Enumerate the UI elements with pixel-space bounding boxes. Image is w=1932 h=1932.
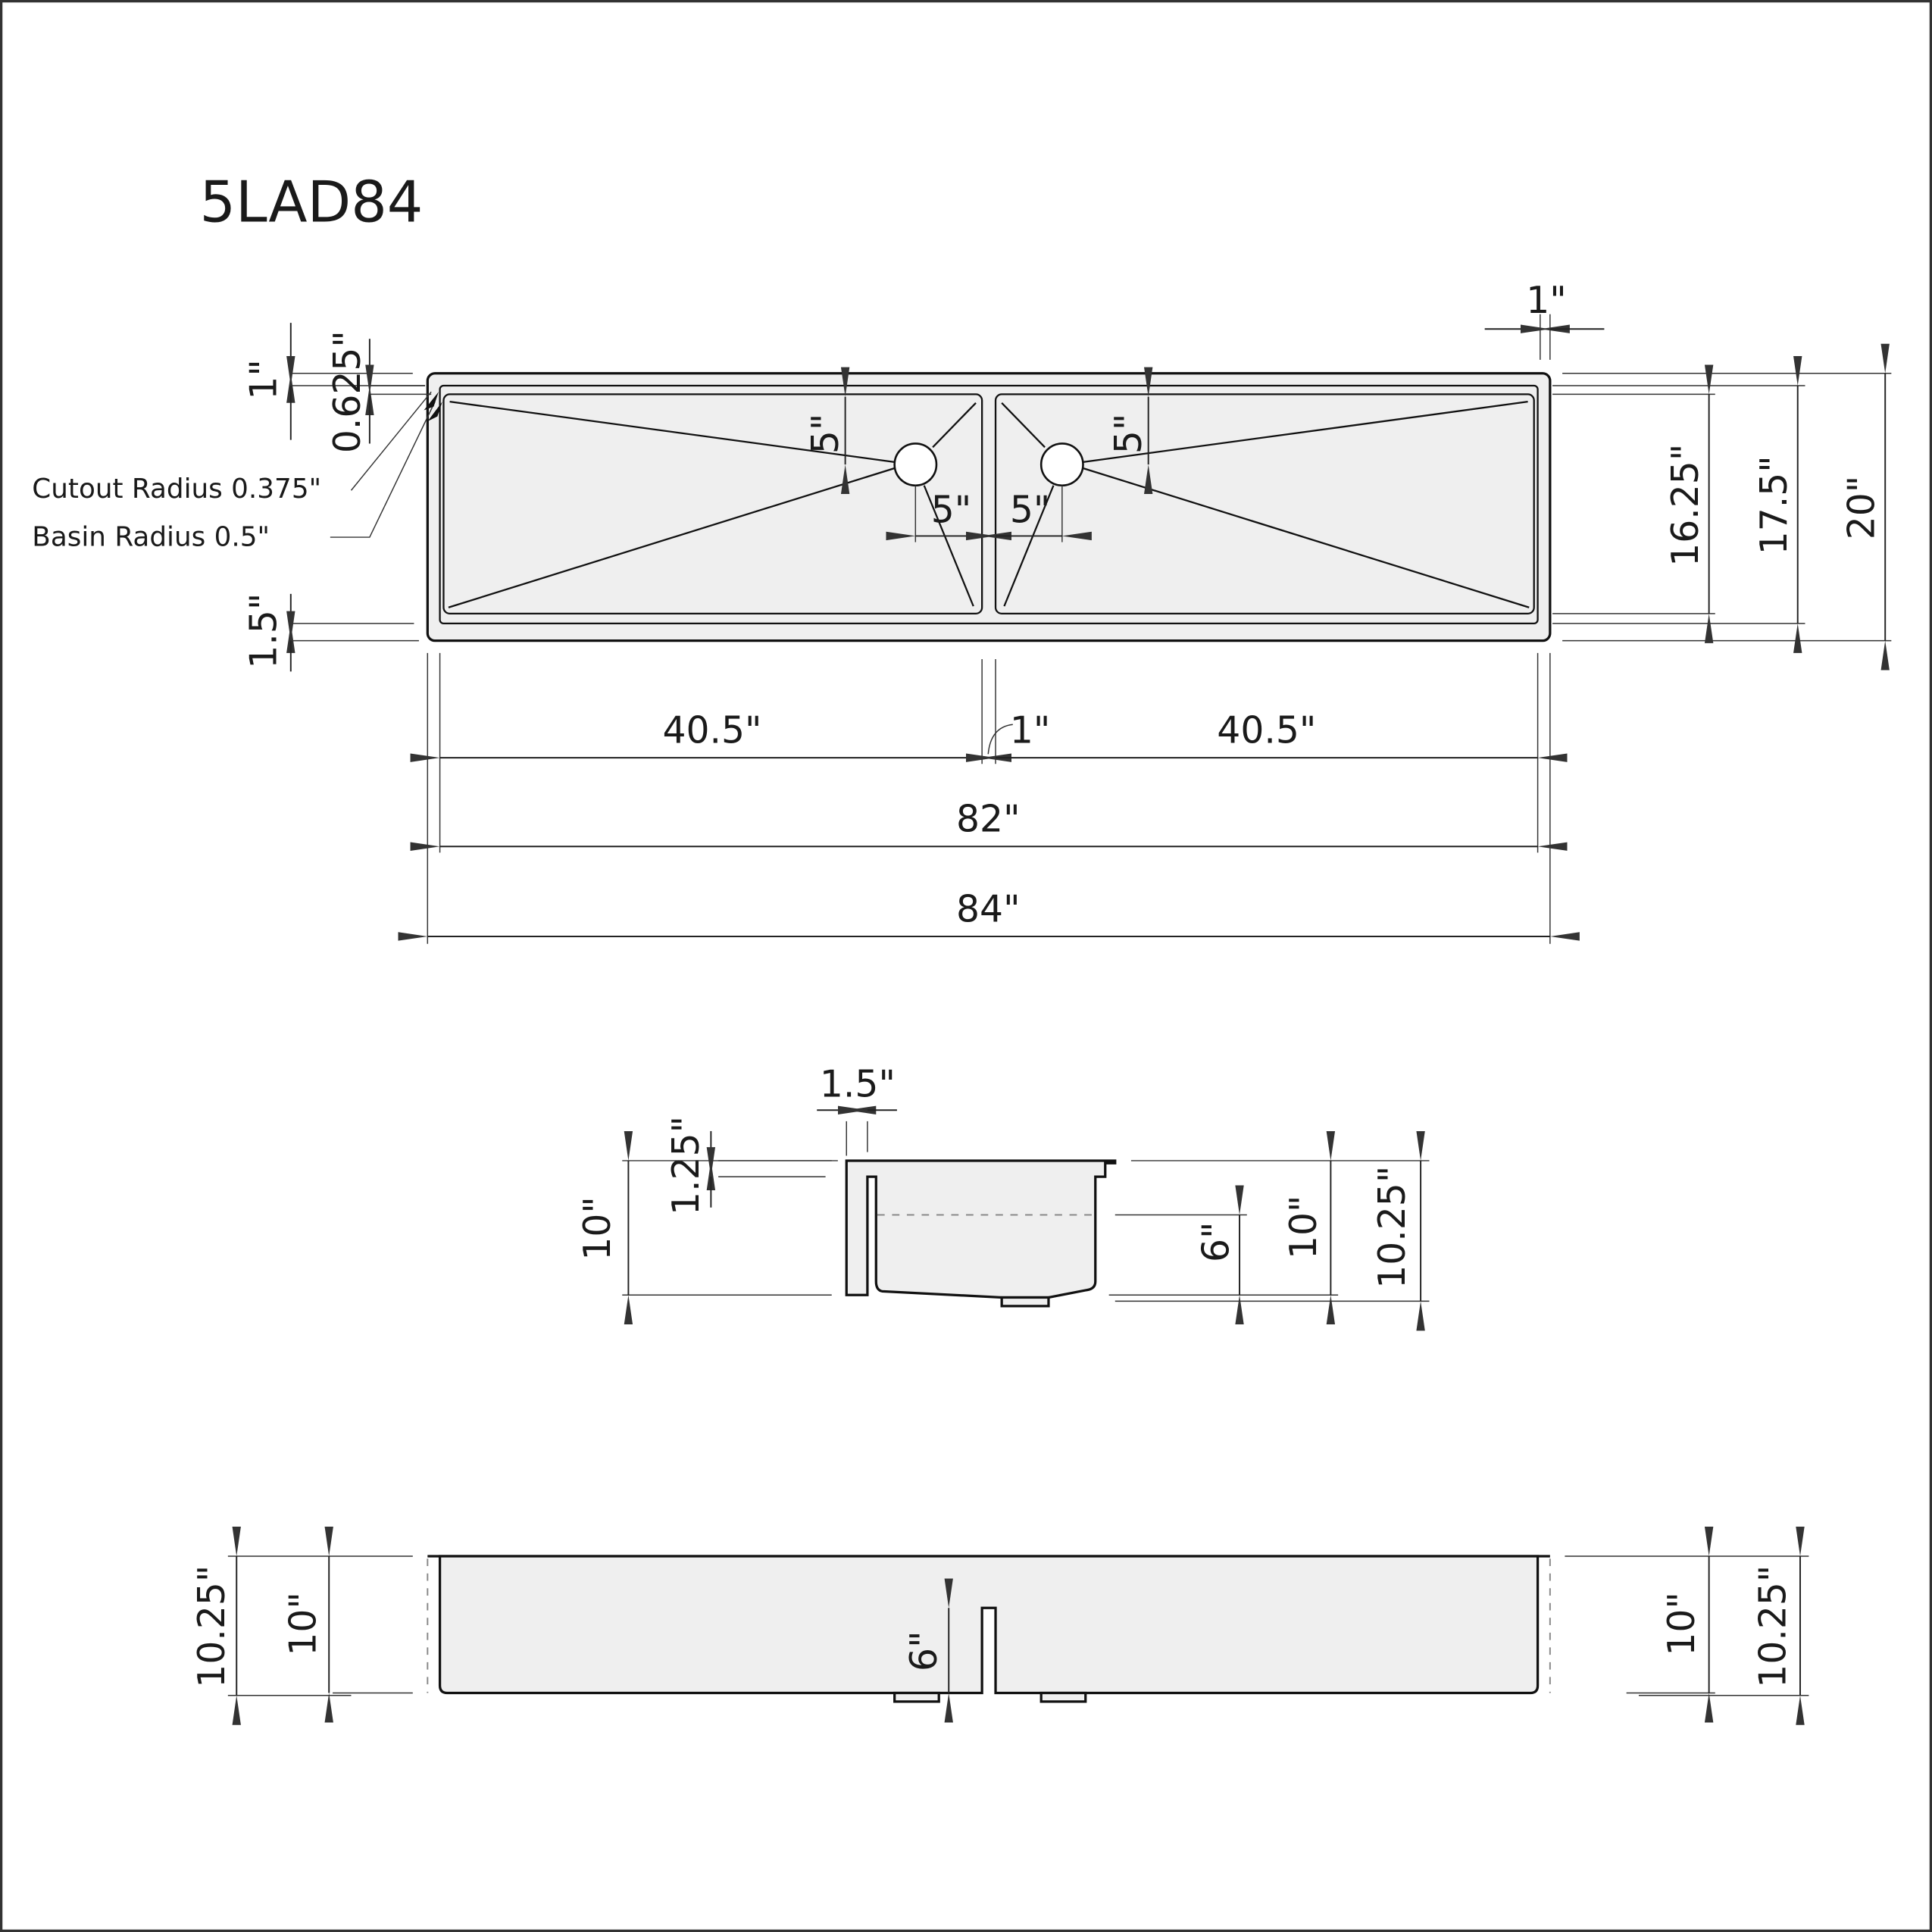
dim-drain-right-horizontal: 5" — [965, 485, 1092, 542]
dim-divider-width: 1" — [987, 709, 1050, 755]
slope-lines-line — [1003, 485, 1055, 607]
dim-rim-right-label: 1" — [1526, 279, 1566, 322]
dim-front-overall-height-right-label: 10.25" — [1751, 1565, 1794, 1688]
dim-front-height-right-label: 10" — [1660, 1592, 1703, 1655]
dim-apron-thickness: 1.5" — [817, 1062, 897, 1156]
radius-callouts: Cutout Radius 0.375" Basin Radius 0.5" — [32, 391, 442, 552]
dim-inner-width: 82" — [410, 798, 1568, 851]
dim-drain-left-vertical-label: 5" — [804, 414, 847, 454]
front-view: 10.25" 10" 6" 10" 10.25" — [190, 1526, 1809, 1725]
dim-left-basin-width: 40.5" — [410, 709, 1012, 762]
dim-drain-left-vertical: 5" — [804, 367, 850, 495]
dim-ledge-depth: 17.5" — [1752, 355, 1802, 653]
dim-overall-depth-label: 20" — [1840, 476, 1884, 539]
dim-divider-width-shape — [987, 724, 1013, 755]
dim-front-divider-height-label: 6" — [902, 1630, 946, 1671]
front-drain-left — [893, 1691, 940, 1703]
dim-divider-width-label: 1" — [1010, 709, 1050, 752]
left-drain — [893, 442, 938, 487]
slope-lines-line — [1083, 467, 1530, 608]
sink-outer-rim — [426, 372, 1552, 642]
dim-front-overall-height-left: 10.25" — [190, 1526, 241, 1725]
dim-front-overall-height-left-label: 10.25" — [190, 1565, 233, 1688]
radius-callouts-shape — [350, 391, 432, 491]
dim-ledge-top-label: 0.625" — [326, 330, 369, 453]
sink-ledge — [439, 384, 1539, 625]
dim-overall-width: 84" — [398, 887, 1580, 941]
dim-front-height-left: 10" — [281, 1526, 333, 1723]
dim-drain-right-horizontal-label: 5" — [1010, 489, 1050, 532]
side-profile — [845, 1159, 1117, 1299]
left-basin — [442, 393, 983, 615]
right-basin — [994, 393, 1535, 615]
dim-overall-width-label: 84" — [956, 887, 1020, 930]
radius-callouts-shape — [424, 392, 442, 422]
dim-ledge-drop-label: 1.25" — [664, 1116, 708, 1215]
dim-ledge-depth-label: 17.5" — [1752, 455, 1796, 555]
front-drain-right — [1039, 1691, 1087, 1703]
slope-lines-line — [448, 467, 896, 608]
cutout-radius-label: Cutout Radius 0.375" — [32, 474, 321, 505]
slope-lines-line — [932, 402, 977, 449]
dim-overall-height-side: 10.25" — [1371, 1130, 1425, 1331]
dim-front-height-right: 10" — [1660, 1526, 1714, 1723]
dim-drain-left-horizontal-label: 5" — [931, 489, 971, 532]
dim-left-basin-width-label: 40.5" — [662, 709, 761, 752]
dim-ledge-drop: 1.25" — [664, 1116, 838, 1215]
dim-right-basin-width: 40.5" — [965, 709, 1568, 762]
side-drain — [1000, 1296, 1050, 1308]
side-view: 1.5" 1.25" 10" 6" 10" — [576, 1062, 1430, 1331]
dim-drain-left-horizontal: 5" — [886, 485, 1012, 542]
model-title: 5LAD84 — [199, 170, 423, 236]
dim-height-left: 10" — [576, 1130, 832, 1325]
radius-callouts-shape — [330, 401, 436, 538]
dim-height-right-label: 10" — [1282, 1196, 1325, 1259]
dim-drain-right-vertical-label: 5" — [1107, 414, 1150, 454]
slope-lines-line — [449, 401, 895, 463]
dim-ledge-top: 0.625" — [326, 330, 432, 453]
dim-right-basin-width-label: 40.5" — [1217, 709, 1316, 752]
dim-divider-height-side-label: 6" — [1194, 1222, 1237, 1262]
dim-rim-right: 1" — [1484, 279, 1605, 360]
dim-front-height-left-label: 10" — [281, 1592, 324, 1655]
dim-height-right: 10" — [1108, 1130, 1430, 1325]
top-view: 5" 5" 5" 5" 1" 0.625" — [32, 279, 1892, 944]
basin-radius-label: Basin Radius 0.5" — [32, 521, 270, 552]
slope-lines-line — [1001, 402, 1046, 449]
right-extension-lines — [1552, 373, 1892, 642]
dim-front-divider-height: 6" — [902, 1578, 953, 1723]
slope-lines — [448, 401, 1530, 608]
dim-divider-height-side: 6" — [1114, 1185, 1247, 1325]
dim-front-overall-height-right: 10.25" — [1751, 1526, 1805, 1725]
dim-rim-bottom-label: 1.5" — [242, 593, 285, 669]
dim-drain-right-vertical: 5" — [1107, 367, 1153, 495]
dim-basin-depth: 16.25" — [1664, 364, 1714, 643]
dim-overall-depth: 20" — [1840, 343, 1890, 671]
dim-overall-height-side-label: 10.25" — [1371, 1166, 1414, 1289]
slope-lines-line — [923, 485, 974, 607]
dim-rim-bottom: 1.5" — [242, 593, 419, 672]
bottom-extension-lines — [427, 652, 1551, 944]
dim-inner-width-label: 82" — [956, 798, 1020, 841]
dim-basin-depth-label: 16.25" — [1664, 444, 1707, 567]
dim-height-left-label: 10" — [576, 1196, 619, 1260]
right-drain — [1039, 442, 1084, 487]
dim-apron-thickness-label: 1.5" — [820, 1062, 896, 1105]
dim-rim-top-label: 1" — [242, 359, 285, 399]
slope-lines-line — [1083, 401, 1528, 463]
